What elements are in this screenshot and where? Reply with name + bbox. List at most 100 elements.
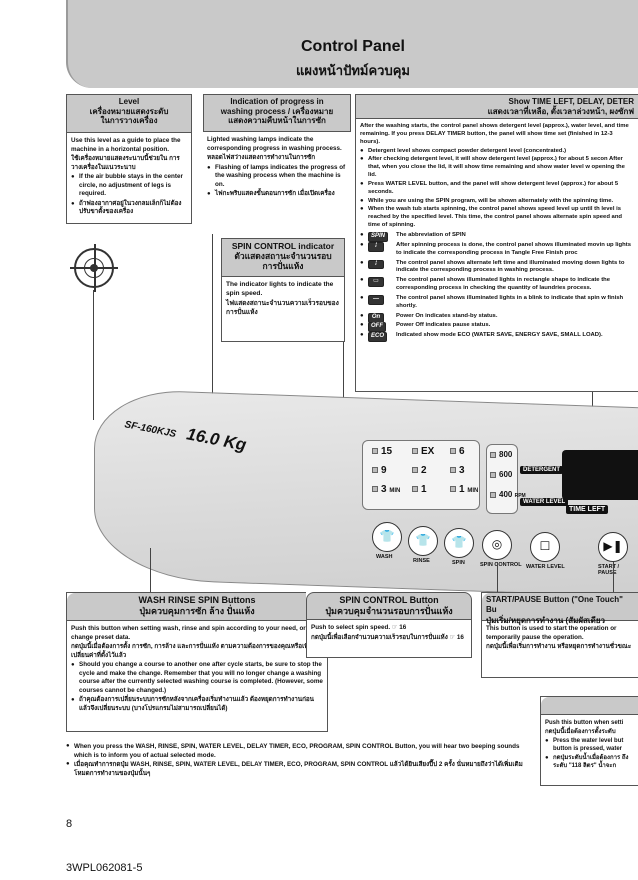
display-row-text: The control panel shows alternate left t… xyxy=(396,259,625,274)
level-bullet-en: If the air bubble stays in the center ci… xyxy=(71,173,187,199)
wash-rinse-spin-heading: WASH RINSE SPIN Buttons ปุ่มควบคุมการซัก… xyxy=(67,593,327,621)
time-left-heading-en: Show TIME LEFT, DELAY, DETER xyxy=(508,97,635,106)
document-id: 3WPL062081-5 xyxy=(66,862,143,874)
header-band: Control Panel แผงหน้าปัทม์ควบคุม xyxy=(66,0,638,88)
page-number: 8 xyxy=(66,818,73,830)
progress-section: Indication of progress in washing proces… xyxy=(203,94,351,234)
spin-control-button-heading-en: SPIN CONTROL Button xyxy=(339,595,439,605)
wrs-bullet-en: Should you change a course to another on… xyxy=(71,661,323,695)
start-text-en: This button is used to start the operati… xyxy=(486,625,617,641)
moving-down-display-icon: ⁞ xyxy=(368,259,384,270)
rinse-button-label: RINSE xyxy=(413,558,430,564)
digital-display xyxy=(562,450,638,500)
spin-indicator-heading-th2: การปั่นแห้ง xyxy=(262,261,304,272)
spin-indicator-heading-en: SPIN CONTROL indicator xyxy=(231,241,335,251)
spin-button[interactable]: 👕 xyxy=(444,528,474,558)
spin-control-button[interactable]: ◎ xyxy=(482,530,512,560)
spin-control-icon: ◎ xyxy=(491,537,503,551)
spin-indicator-heading-th1: ตัวแสดงสถานะจำนวนรอบ xyxy=(234,251,332,262)
bubble-level-icon xyxy=(70,244,118,292)
display-row-text: After spinning process is done, the cont… xyxy=(396,241,631,256)
rpm-lamp-800: 800 xyxy=(490,450,512,459)
wash-lamp-1: 15 xyxy=(372,446,392,457)
water-level-button-label: WATER LEVEL xyxy=(526,564,565,570)
spin-control-leader-line xyxy=(497,562,498,592)
start-text-th: กดปุ่มนี้เพื่อเริ่มการทำงาน หรือหยุดการท… xyxy=(486,643,632,650)
start-pause-button[interactable]: ▶❚ xyxy=(598,532,628,562)
spin-indicator-text-en: The indicator lights to indicate the spi… xyxy=(226,281,334,297)
time-left-item: When the wash tub starts spinning, the c… xyxy=(360,206,634,230)
beep-note: When you press the WASH, RINSE, SPIN, WA… xyxy=(66,742,536,779)
progress-heading-en2: washing process / เครื่องหมาย xyxy=(220,106,334,116)
progress-text-en: Lighted washing lamps indicate the corre… xyxy=(207,136,342,152)
spin-control-button-heading-th: ปุ่มควบคุมจำนวนรอบการปั่นแห้ง xyxy=(325,606,453,617)
power-on-display-icon: On xyxy=(368,312,384,323)
rinse-button[interactable]: 👕 xyxy=(408,526,438,556)
water-bullet-en: Press the water level but button is pres… xyxy=(545,737,634,753)
time-left-intro: After the washing starts, the control pa… xyxy=(360,123,629,145)
time-left-item: After checking detergent level, it will … xyxy=(360,156,634,180)
start-pause-heading: START/PAUSE Button ("One Touch" Bu ปุ่มเ… xyxy=(482,593,638,625)
wrs-leader-line xyxy=(150,548,151,592)
display-row-text: The abbreviation of SPIN xyxy=(396,231,466,238)
wash-lamp-2: 9 xyxy=(372,465,387,476)
beep-note-th: เมื่อคุณทำการกดปุ่ม WASH, RINSE, SPIN, W… xyxy=(66,760,536,778)
time-left-label: TIME LEFT xyxy=(566,505,609,514)
progress-lamps-panel xyxy=(362,440,480,510)
time-left-section: Show TIME LEFT, DELAY, DETER แสดงเวลาที่… xyxy=(355,94,638,392)
rpm-lamp-400: 400 RPM xyxy=(490,490,526,499)
progress-text-th: หลอดไฟสว่างแสดงการทำงานในการซัก xyxy=(207,154,316,161)
spin-indicator-text-th: ไฟแสดงสถานะจำนวนความเร็วรอบของการปั่นแห้… xyxy=(226,299,339,316)
progress-heading: Indication of progress in washing proces… xyxy=(203,94,351,132)
display-row-text: Indicated show mode ECO (WATER SAVE, ENE… xyxy=(396,332,603,339)
display-row-text: Power On indicates stand-by status. xyxy=(396,312,498,319)
spin-lamp-1: 6 xyxy=(450,446,465,457)
spinbtn-text-th: กดปุ่มนี้เพื่อเลือกจำนวนความเร็วรอบในการ… xyxy=(311,633,464,641)
moving-up-display-icon: ⁞ xyxy=(368,241,384,252)
spinbtn-text-en: Push to select spin speed. ☞ 16 xyxy=(311,624,407,631)
spin-indicator-heading: SPIN CONTROL indicator ตัวแสดงสถานะจำนวน… xyxy=(222,239,344,277)
display-row: ⁞ The control panel shows alternate left … xyxy=(360,259,634,276)
display-row: On Power On indicates stand-by status. xyxy=(360,312,634,323)
level-text-th: ใช้เครื่องหมายแสดงระนาบนี้ช่วยใน การวางเ… xyxy=(71,155,180,171)
progress-bullet-en: Flashing of lamps indicates the progress… xyxy=(207,164,347,190)
level-heading-en: Level xyxy=(118,97,140,106)
time-left-heading-th: แสดงเวลาที่เหลือ, ตั้งเวลาล่วงหน้า, ผงซั… xyxy=(487,107,634,116)
display-row-text: Power Off indicates pause status. xyxy=(396,322,491,329)
rectangle-display-icon: ▭ xyxy=(368,277,384,288)
wrs-text-th: กดปุ่มนี้เมื่อต้องการตั้ง การซัก, การล้า… xyxy=(71,643,313,659)
spin-control-button-heading: SPIN CONTROL Button ปุ่มควบคุมจำนวนรอบกา… xyxy=(306,592,472,620)
time-left-item: Press WATER LEVEL button, and the panel … xyxy=(360,181,634,197)
water-level-button[interactable]: ☐ xyxy=(530,532,560,562)
progress-heading-th: แสดงความคืบหน้าในการซัก xyxy=(228,116,326,126)
wash-rinse-spin-heading-th: ปุ่มควบคุมการซัก ล้าง ปั่นแห้ง xyxy=(139,606,255,617)
start-pause-section: START/PAUSE Button ("One Touch" Bu ปุ่มเ… xyxy=(481,592,638,678)
wash-rinse-spin-heading-en: WASH RINSE SPIN Buttons xyxy=(138,595,256,605)
page-title-thai: แผงหน้าปัทม์ควบคุม xyxy=(295,63,410,78)
water-level-section: Push this button when setti กดปุ่มนี้เมื… xyxy=(540,696,638,786)
wrs-bullet-th: ถ้าคุณต้องการเปลี่ยนระบบการซักหลังจากเคร… xyxy=(71,696,323,713)
wash-button[interactable]: 👕 xyxy=(372,522,402,552)
display-row: — The control panel shows illuminated lig… xyxy=(360,294,634,311)
spin-icon: 👕 xyxy=(451,535,467,549)
display-row-text: The control panel shows illuminated ligh… xyxy=(396,277,611,292)
wash-rinse-spin-section: WASH RINSE SPIN Buttons ปุ่มควบคุมการซัก… xyxy=(66,592,328,732)
shirt-icon: 👕 xyxy=(379,529,395,543)
start-pause-leader-line xyxy=(613,562,614,592)
water-level-heading xyxy=(541,697,638,715)
wash-lamp-3: 3 MIN xyxy=(372,484,400,495)
blink-display-icon: — xyxy=(368,294,384,305)
time-left-item: While you are using the SPIN program, wi… xyxy=(360,198,634,206)
water-level-icon: ☐ xyxy=(539,539,551,553)
spin-button-label: SPIN xyxy=(452,560,465,566)
eco-display-icon: ECO xyxy=(368,332,388,343)
display-row-text: The control panel shows illuminated ligh… xyxy=(396,294,624,309)
detergent-label: DETERGENT xyxy=(520,466,564,474)
spin-lamp-2: 3 xyxy=(450,465,465,476)
level-text-en: Use this level as a guide to place the m… xyxy=(71,137,181,153)
progress-leader-line xyxy=(212,234,213,424)
spin-indicator-section: SPIN CONTROL indicator ตัวแสดงสถานะจำนวน… xyxy=(221,238,345,342)
water-bullet-th: กดปุ่มระดับน้ำเมื่อต้องการ ถึงระดับ "118… xyxy=(545,754,634,770)
